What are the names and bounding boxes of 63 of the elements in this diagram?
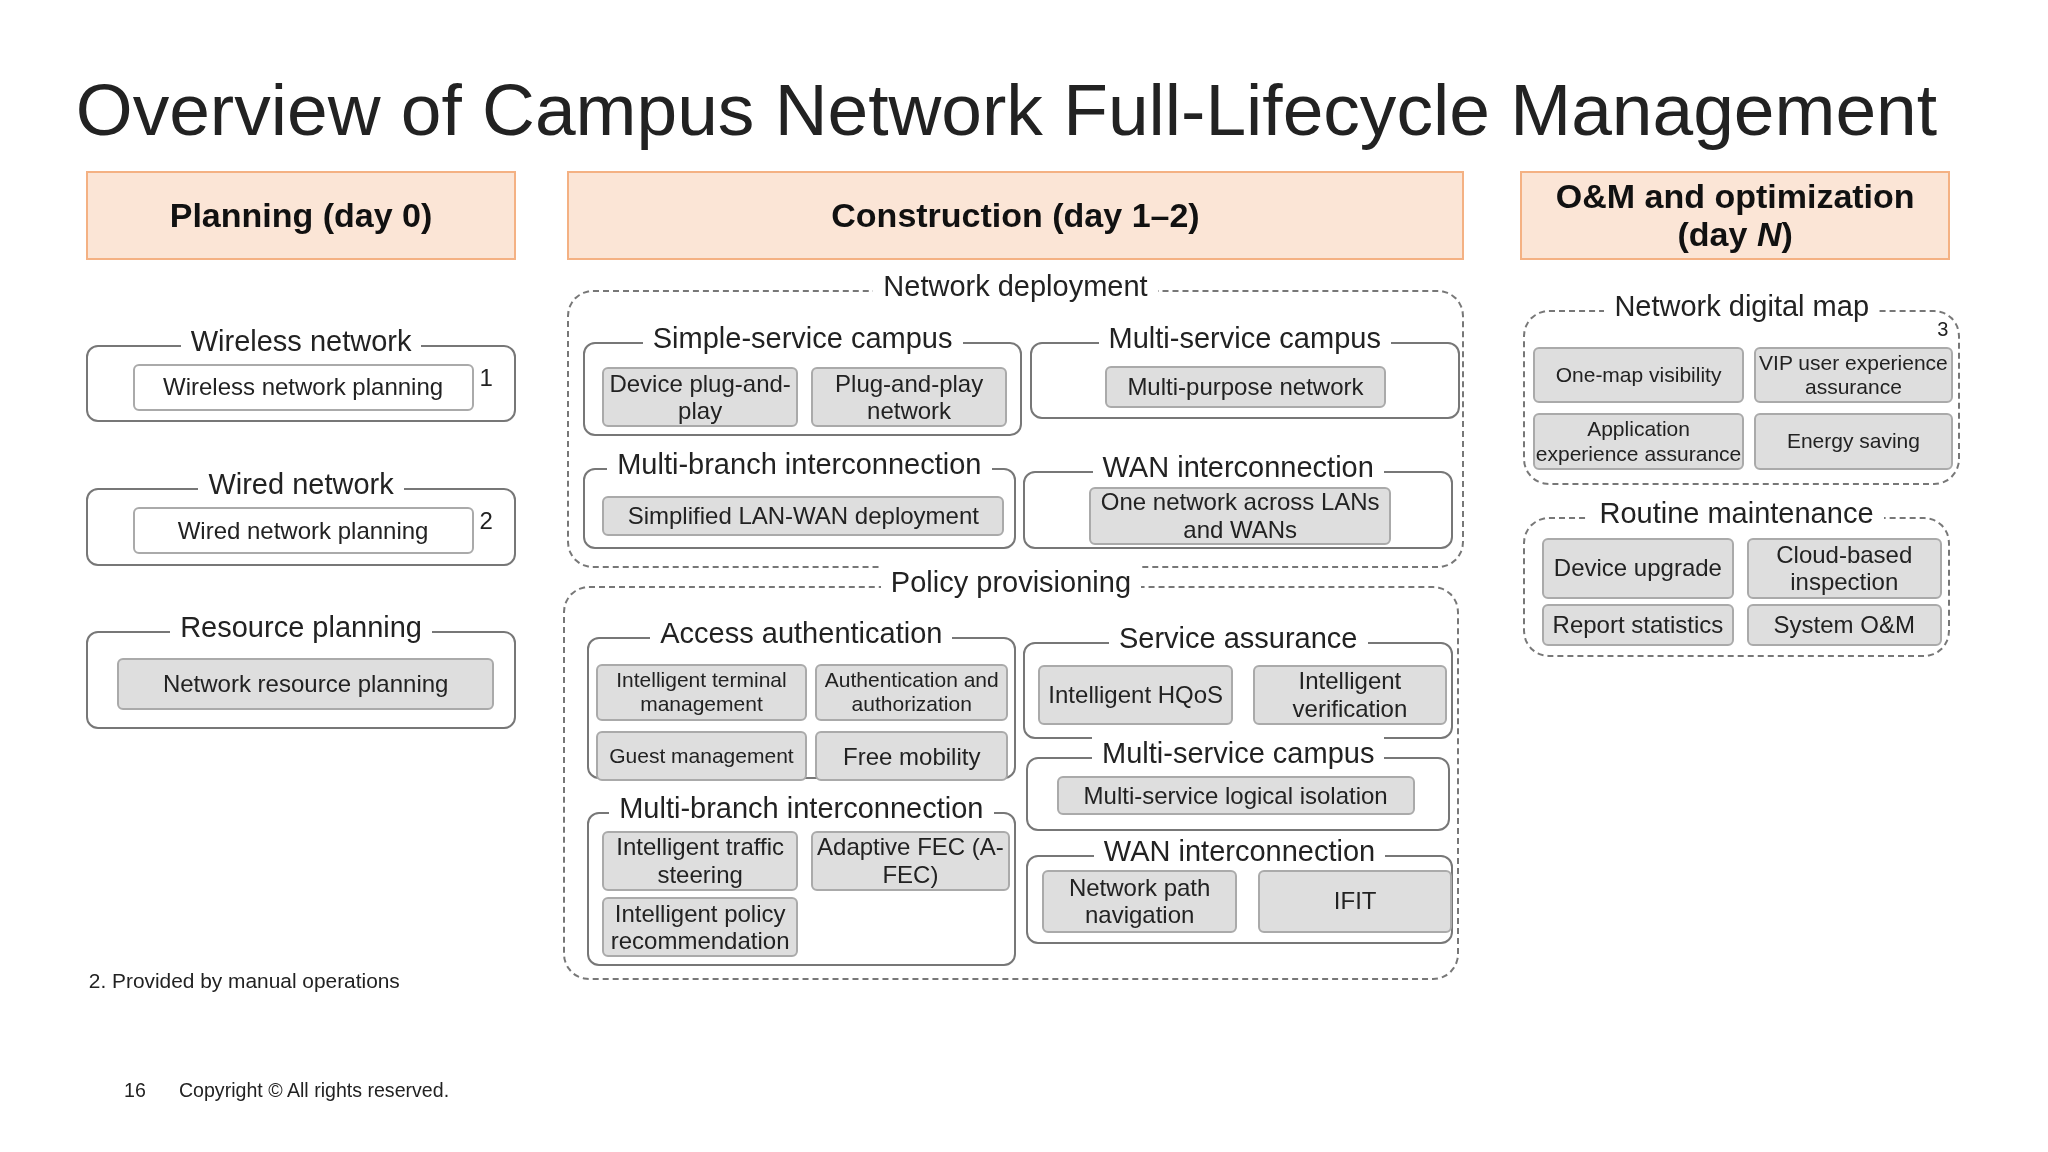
feature-label: Intelligent HQoS <box>1048 681 1224 709</box>
feature-label: Wired network planning <box>177 517 429 545</box>
feature-label: Authentication and authorization <box>823 668 1000 717</box>
feature-label: Wireless network planning <box>163 373 444 402</box>
feature-box <box>1105 365 1386 408</box>
footnote-mark: 1 <box>479 363 493 392</box>
phase-title: Planning (day 0) <box>169 196 433 235</box>
feature-label: Free mobility <box>843 742 981 771</box>
phase-title: O&M and optimization (day N) <box>1554 178 1916 253</box>
feature-box <box>815 731 1009 782</box>
feature-label: Simplified LAN-WAN deployment <box>627 502 979 530</box>
feature-label: One network across LANs and WANs <box>1099 488 1381 544</box>
group-title: Policy provisioning <box>880 566 1141 599</box>
feature-box <box>602 830 799 891</box>
feature-label: Intelligent terminal management <box>615 668 788 717</box>
feature-box <box>1042 869 1237 933</box>
copyright-text: Copyright © All rights reserved. <box>178 1078 450 1102</box>
feature-box <box>602 496 1005 536</box>
phase-header <box>1520 171 1950 260</box>
phase-header <box>86 171 516 260</box>
footnote-text: 2. Provided by manual operations <box>88 969 400 994</box>
feature-label: Multi-purpose network <box>1127 372 1364 401</box>
phase-header <box>566 171 1465 260</box>
feature-box <box>1746 537 1942 599</box>
feature-label: Device upgrade <box>1553 554 1722 582</box>
feature-label: Multi-service logical isolation <box>1083 781 1388 810</box>
feature-label: IFIT <box>1333 887 1377 916</box>
feature-label: Network resource planning <box>162 669 449 698</box>
feature-label: Plug-and-play network <box>834 369 985 425</box>
feature-box <box>116 657 495 710</box>
page-number: 16 <box>124 1078 146 1102</box>
feature-box <box>1541 537 1734 599</box>
feature-label: Intelligent policy recommendation <box>609 899 791 955</box>
footnote-mark: 2 <box>479 507 493 536</box>
feature-label: Network path navigation <box>1067 873 1212 929</box>
feature-label: Intelligent verification <box>1291 667 1409 723</box>
slide-title: Overview of Campus Network Full-Lifecycle Management <box>75 67 1938 151</box>
feature-box <box>815 663 1009 722</box>
feature-box <box>1746 604 1942 646</box>
feature-box <box>811 367 1008 428</box>
feature-label: Cloud-based inspection <box>1775 540 1914 596</box>
phase-title: Construction (day 1–2) <box>831 196 1200 235</box>
feature-label: One-map visibility <box>1555 362 1722 387</box>
feature-label: Adaptive FEC (A-FEC) <box>816 833 1005 889</box>
feature-label: Device plug-and-play <box>608 369 792 425</box>
feature-box <box>1257 869 1453 933</box>
feature-box <box>602 897 799 958</box>
feature-box <box>595 731 808 782</box>
feature-label: System O&M <box>1773 611 1915 639</box>
feature-label: Report statistics <box>1552 611 1724 639</box>
feature-box <box>1038 664 1234 725</box>
feature-box <box>1541 604 1734 646</box>
feature-box <box>1532 346 1745 403</box>
group-title: Multi-service campus <box>1092 736 1385 769</box>
feature-label: Energy saving <box>1786 429 1920 454</box>
feature-label: Application experience assurance <box>1534 417 1743 466</box>
feature-box <box>1056 775 1415 816</box>
feature-box <box>595 663 808 722</box>
feature-label: VIP user experience assurance <box>1758 350 1949 399</box>
feature-box <box>1753 413 1954 470</box>
feature-label: Intelligent traffic steering <box>615 833 785 889</box>
feature-box <box>1252 664 1448 725</box>
feature-label: Guest management <box>609 744 794 769</box>
